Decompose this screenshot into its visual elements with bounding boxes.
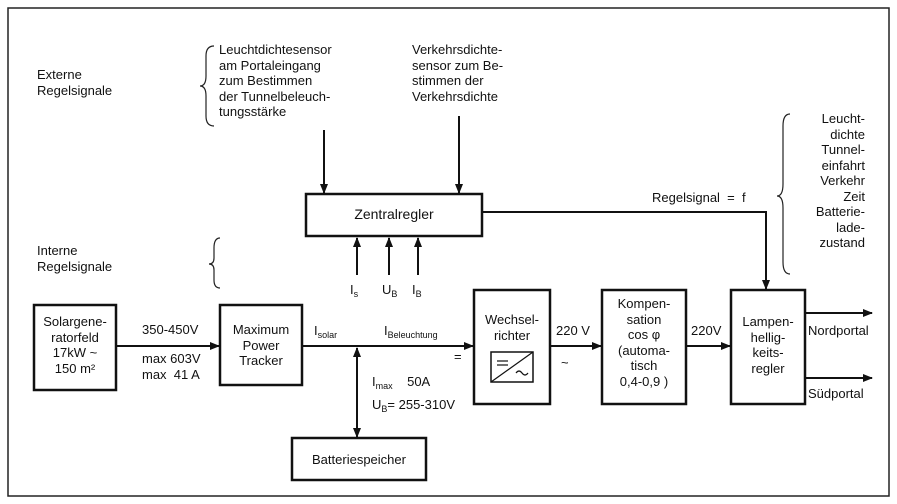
label-i-beleuchtung: IBeleuchtung (384, 323, 438, 340)
label-right-list: Leucht- dichte Tunnel- einfahrt Verkehr … (815, 111, 865, 250)
label-sensor2: Verkehrsdichte- sensor zum Be- stimmen d… (412, 42, 504, 104)
box-kompensation (600, 288, 688, 406)
brace-sensor (199, 45, 215, 127)
label-interne: Interne Regelsignale (37, 243, 113, 274)
label-i-solar: Isolar (314, 323, 338, 340)
box-mpt (218, 303, 304, 387)
outer-border (7, 7, 890, 497)
label-max-a: max 41 A (142, 367, 200, 382)
box-zentralregler (304, 192, 484, 238)
label-externe: Externe Regelsignale (37, 67, 113, 98)
label-regelsignal: Regelsignal = f (652, 190, 746, 205)
label-ub: UB (382, 282, 398, 299)
box-wechselrichter (472, 288, 552, 406)
box-solar (32, 303, 118, 392)
label-max-v: max 603V (142, 351, 201, 366)
label-is: Is (350, 282, 359, 299)
label-dc: = (454, 349, 462, 364)
zentralregler-label: Zentralregler (354, 206, 434, 222)
mpt-label: Maximum Power Tracker (232, 322, 290, 368)
label-ub-range: UB= 255-310V (372, 397, 455, 414)
label-ib: IB (412, 282, 422, 299)
label-imax: Imax 50A (372, 374, 431, 391)
brace-right (776, 113, 791, 275)
wechselrichter-label: Wechsel- richter (485, 312, 539, 343)
label-suedportal: Südportal (808, 386, 864, 401)
batterie-label: Batteriespeicher (312, 452, 406, 467)
kompensation-label: Kompen- sation cos φ (automa- tisch 0,4-… (617, 296, 671, 389)
label-nordportal: Nordportal (808, 323, 869, 338)
lampenregler-label: Lampen- hellig- keits- regler (742, 314, 794, 376)
solar-label: Solargene- ratorfeld 17kW ~ 150 m² (43, 314, 107, 376)
label-ac: ~ (561, 355, 569, 370)
label-220v-a: 220 V (556, 323, 590, 338)
box-batterie (290, 436, 428, 482)
box-lampenregler (729, 288, 807, 406)
brace-interne (208, 237, 221, 289)
label-sensor1: Leuchtdichtesensor am Portaleingang zum … (219, 42, 332, 119)
label-voltage-in: 350-450V (142, 322, 199, 337)
inverter-symbol (490, 351, 534, 383)
label-220v-b: 220V (691, 323, 722, 338)
